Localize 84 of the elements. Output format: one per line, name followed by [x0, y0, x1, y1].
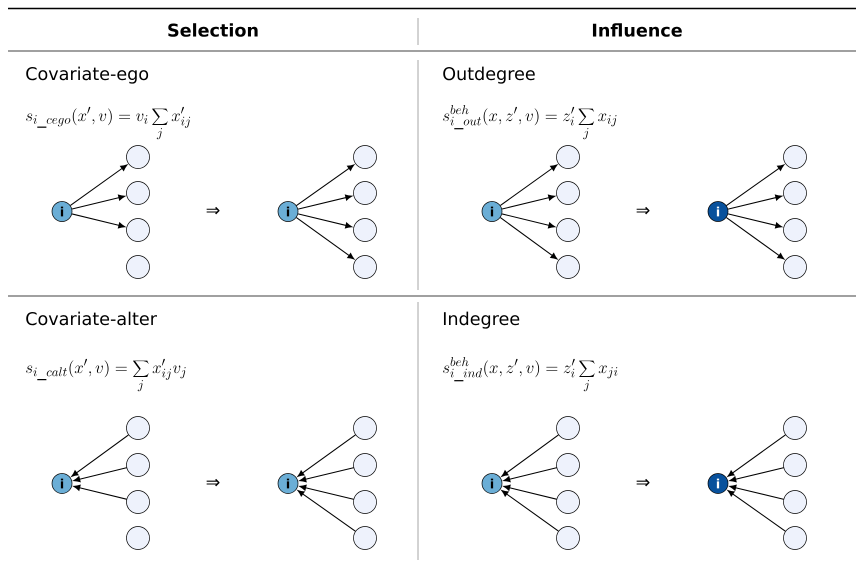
ego-node: i — [708, 473, 728, 494]
ego-node: i — [278, 473, 298, 494]
implies-symbol: ⇒ — [636, 206, 650, 214]
arrow — [500, 217, 558, 260]
arrow — [73, 484, 127, 500]
alter-node — [783, 218, 807, 242]
alter-node — [126, 490, 150, 514]
alter-node — [353, 416, 377, 440]
formula: $s^{beh}_{i\_out}(x,z',v) = z'_i \sum_j x_{ij}$ — [443, 105, 616, 140]
arrow — [70, 164, 128, 206]
alter-node — [556, 218, 580, 242]
arrow — [298, 490, 356, 532]
arrow — [296, 164, 354, 206]
arrow — [72, 194, 126, 210]
alter-node — [556, 526, 580, 550]
alter-node — [783, 416, 807, 440]
alter-node — [126, 255, 150, 279]
alter-node — [783, 526, 807, 550]
alter-node — [126, 181, 150, 205]
arrow — [298, 194, 352, 210]
alter-node — [353, 181, 377, 205]
alter-node — [783, 453, 807, 477]
arrow — [299, 484, 354, 500]
arrow — [501, 490, 559, 532]
arrow — [296, 217, 354, 260]
ego-node: i — [482, 473, 502, 494]
ego-node: i — [278, 201, 298, 222]
implies-symbol: ⇒ — [206, 206, 220, 214]
alter-node — [783, 181, 807, 205]
alter-node — [126, 416, 150, 440]
cell-title: Outdegree — [443, 66, 535, 84]
cell-title: Covariate-alter — [26, 312, 157, 326]
arrow — [502, 194, 556, 210]
alter-node — [783, 490, 807, 514]
formula: $s^{beh}_{i\_ind}(x,z',v) = z'_i \sum_j x_{ji}$ — [443, 357, 618, 392]
formula: $s_{i\_calt}(x',v) = \sum_j x'_{ij} v_j$ — [26, 358, 186, 392]
alter-node — [126, 218, 150, 242]
alter-node — [126, 145, 150, 169]
column-header: Influence — [592, 23, 682, 37]
cell-title: Indegree — [444, 312, 520, 329]
alter-node — [353, 526, 377, 550]
alter-node — [126, 526, 150, 550]
alter-node — [783, 255, 807, 279]
arrow — [500, 164, 558, 206]
column-header: Selection — [168, 23, 258, 37]
arrow — [729, 484, 784, 500]
arrow — [297, 434, 356, 477]
arrow — [728, 213, 782, 228]
alter-node — [126, 453, 150, 477]
formula: $s_{i\_cego}(x',v) = v_i \sum_j x'_{ij}$ — [26, 106, 190, 140]
arrow — [299, 467, 354, 482]
arrow — [502, 213, 556, 228]
alter-node — [353, 453, 377, 477]
alter-node — [353, 145, 377, 169]
ego-node: i — [708, 201, 728, 222]
arrow — [726, 217, 784, 260]
arrow — [298, 213, 352, 228]
arrow — [729, 467, 784, 482]
ego-node: i — [52, 201, 72, 222]
arrow — [71, 434, 129, 477]
alter-node — [556, 255, 580, 279]
arrow — [727, 434, 786, 477]
alter-node — [353, 255, 377, 279]
alter-node — [783, 145, 807, 169]
alter-node — [556, 181, 580, 205]
arrow — [72, 213, 126, 228]
alter-node — [353, 490, 377, 514]
arrow — [728, 194, 782, 210]
alter-node — [556, 453, 580, 477]
arrow — [503, 484, 557, 500]
arrow — [501, 434, 559, 477]
arrow — [73, 467, 127, 482]
alter-node — [556, 416, 580, 440]
ego-node: i — [482, 201, 502, 222]
arrow — [503, 467, 557, 482]
ego-node: i — [52, 473, 72, 494]
cell-title: Covariate-ego — [26, 66, 148, 84]
arrow — [727, 490, 786, 532]
implies-symbol: ⇒ — [636, 478, 650, 486]
alter-node — [556, 145, 580, 169]
implies-symbol: ⇒ — [206, 478, 220, 486]
alter-node — [353, 218, 377, 242]
alter-node — [556, 490, 580, 514]
arrow — [726, 164, 784, 206]
